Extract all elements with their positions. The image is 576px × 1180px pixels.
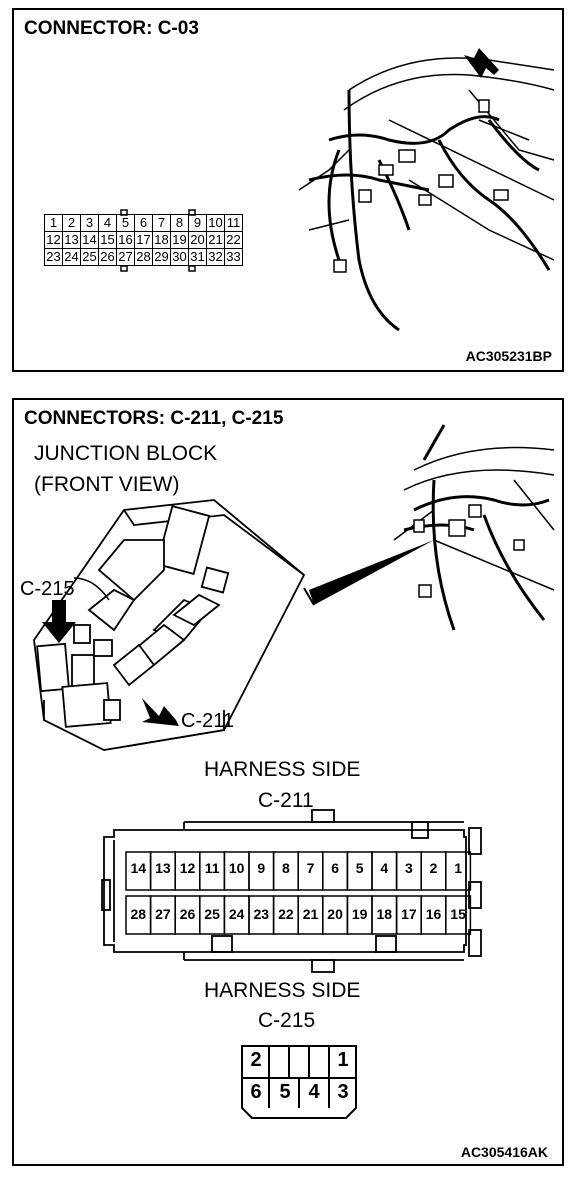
harness-side-label: HARNESS SIDE — [204, 758, 361, 781]
figure-code: AC305416AK — [460, 1144, 548, 1160]
pin-label: 3 — [337, 1081, 349, 1103]
c215-id-label: C-215 — [258, 1009, 316, 1032]
pin-label: 5 — [355, 860, 364, 876]
connector-c03-tabs — [120, 209, 196, 272]
pin-label: 20 — [327, 906, 343, 922]
c211-id-label: C-211 — [258, 789, 314, 812]
pin-label: 17 — [401, 906, 417, 922]
pin-cell — [445, 851, 472, 891]
pin-label: 3 — [404, 860, 413, 876]
pin-label: 1 — [337, 1049, 349, 1071]
pin-label: 1 — [454, 860, 462, 876]
pin-label: 27 — [155, 906, 171, 922]
figure-code: AC305231BP — [465, 348, 552, 364]
arrow-icon — [464, 48, 499, 78]
pin-label: 22 — [278, 906, 294, 922]
junction-block-illustration — [33, 499, 434, 751]
pin-cell: 23 — [44, 248, 63, 266]
pin-cell: 33 — [224, 248, 243, 266]
callout-c211: C-211 — [181, 710, 234, 732]
pin-label: 8 — [281, 860, 290, 876]
junction-block-label: JUNCTION BLOCK — [34, 442, 218, 465]
pin-label: 19 — [351, 906, 368, 922]
c215-connector-outline — [241, 1045, 357, 1119]
dashboard-harness-illustration-2 — [393, 424, 555, 631]
pin-label: 18 — [376, 906, 393, 922]
pin-cell: 28 — [134, 248, 153, 266]
pin-label: 6 — [331, 860, 339, 876]
pin-label: 26 — [179, 906, 196, 922]
pin-cell: 30 — [170, 248, 189, 266]
pin-cell: 31 — [188, 248, 207, 266]
callout-c215: C-215 — [20, 578, 75, 600]
pin-label: 9 — [257, 860, 266, 876]
pin-label: 23 — [253, 906, 270, 922]
pin-label: 6 — [250, 1081, 262, 1103]
c215-arrow-icon — [42, 600, 76, 643]
panel-title: CONNECTORS: C-211, C-215 — [24, 408, 284, 429]
pin-label: 25 — [204, 906, 220, 922]
pin-label: 28 — [130, 906, 147, 922]
dashboard-harness-illustration — [298, 48, 555, 332]
pin-cell: 11 — [224, 214, 243, 232]
pin-cell: 29 — [152, 248, 171, 266]
pin-label: 10 — [228, 860, 245, 876]
pin-label: 2 — [250, 1049, 262, 1071]
pin-label: 4 — [380, 860, 389, 876]
pin-label: 4 — [308, 1081, 320, 1103]
pin-cell: 15 — [98, 231, 117, 249]
pointer-wedge-icon — [309, 540, 434, 605]
pin-label: 7 — [306, 860, 315, 876]
pin-cell: 12 — [44, 231, 63, 249]
pin-cell: 27 — [116, 248, 135, 266]
pin-label: 14 — [130, 860, 147, 876]
pin-label: 2 — [429, 860, 438, 876]
pin-label: 13 — [155, 860, 171, 876]
pin-label: 12 — [179, 860, 196, 876]
panel-title: CONNECTOR: C-03 — [24, 18, 199, 39]
connectors-c211-c215-panel: CONNECTORS: C-211, C-215 JUNCTION BLOCK … — [12, 398, 564, 1166]
pin-label: 21 — [302, 906, 319, 922]
pin-cell: 14 — [80, 231, 99, 249]
pin-cell — [445, 895, 472, 935]
front-view-label: (FRONT VIEW) — [34, 473, 180, 496]
harness-side-label-2: HARNESS SIDE — [204, 979, 361, 1002]
c211-arrow-icon — [142, 698, 179, 726]
pin-label: 11 — [204, 860, 220, 876]
pin-label: 16 — [425, 906, 442, 922]
pin-cell: 26 — [98, 248, 117, 266]
pin-cell: 18 — [152, 231, 171, 249]
pin-cell: 22 — [224, 231, 243, 249]
pin-label: 24 — [228, 906, 245, 922]
pin-label: 5 — [279, 1081, 291, 1103]
pin-label: 15 — [450, 906, 466, 922]
c211-connector-outline — [101, 809, 482, 973]
